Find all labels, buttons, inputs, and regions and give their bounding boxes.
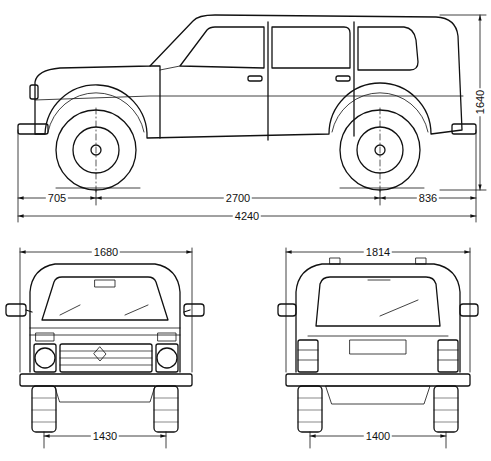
front-view <box>6 248 204 448</box>
dimension-label: 1640 <box>474 88 486 116</box>
dimension-label: 836 <box>417 192 439 204</box>
dimension-label: 1680 <box>92 246 120 258</box>
dimension-label: 1814 <box>364 246 392 258</box>
dimension-label: 705 <box>46 192 68 204</box>
dimension-label: 2700 <box>224 192 252 204</box>
side-view <box>18 15 486 222</box>
dimension-label: 1400 <box>364 430 392 442</box>
rear-view <box>278 248 478 448</box>
dimension-label: 4240 <box>233 210 261 222</box>
dimension-label: 1430 <box>91 430 119 442</box>
